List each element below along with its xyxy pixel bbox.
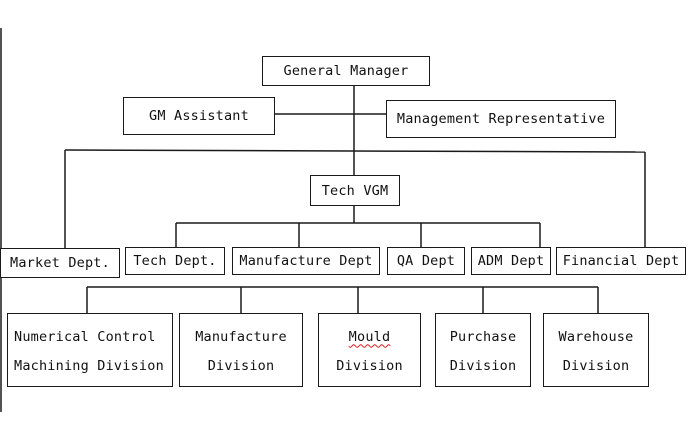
adm-dept-label: ADM Dept (477, 253, 545, 269)
purchase-division-line-1: Purchase (449, 328, 517, 345)
mould-division-box: Mould Division (318, 313, 421, 387)
market-dept-label: Market Dept. (10, 255, 110, 271)
numerical-control-line-2: Machining Division (14, 357, 164, 374)
manufacture-dept-box: Manufacture Dept (232, 247, 380, 275)
financial-dept-label: Financial Dept (562, 253, 680, 269)
adm-dept-box: ADM Dept (471, 247, 551, 275)
general-manager-label: General Manager (283, 63, 409, 79)
mould-division-line-1: Mould (348, 328, 391, 345)
gm-assistant-label: GM Assistant (149, 108, 249, 124)
purchase-division-line-2: Division (449, 357, 517, 374)
warehouse-division-line-1: Warehouse (558, 328, 634, 345)
general-manager-box: General Manager (262, 56, 430, 86)
warehouse-division-box: Warehouse Division (543, 313, 649, 387)
market-dept-box: Market Dept. (0, 248, 120, 278)
purchase-division-box: Purchase Division (435, 313, 531, 387)
manufacture-dept-label: Manufacture Dept (239, 253, 373, 269)
tech-vgm-label: Tech VGM (321, 182, 389, 199)
tech-vgm-box: Tech VGM (310, 175, 400, 206)
top-branch-line (64, 149, 646, 153)
management-representative-box: Management Representative (386, 100, 616, 138)
qa-dept-box: QA Dept (387, 247, 465, 275)
management-representative-label: Management Representative (396, 111, 606, 127)
financial-dept-box: Financial Dept (556, 247, 686, 275)
warehouse-division-line-2: Division (562, 357, 630, 374)
manufacture-division-box: Manufacture Division (179, 313, 303, 387)
manufacture-division-line-1: Manufacture (195, 328, 287, 345)
numerical-control-division-box: Numerical Control Machining Division (7, 313, 173, 387)
tech-dept-box: Tech Dept. (125, 247, 225, 275)
tech-dept-label: Tech Dept. (133, 253, 217, 269)
numerical-control-line-1: Numerical Control (14, 328, 156, 345)
manufacture-division-line-2: Division (207, 357, 275, 374)
mould-division-line-2: Division (336, 357, 403, 374)
gm-assistant-box: GM Assistant (123, 97, 275, 135)
qa-dept-label: QA Dept (396, 253, 456, 269)
